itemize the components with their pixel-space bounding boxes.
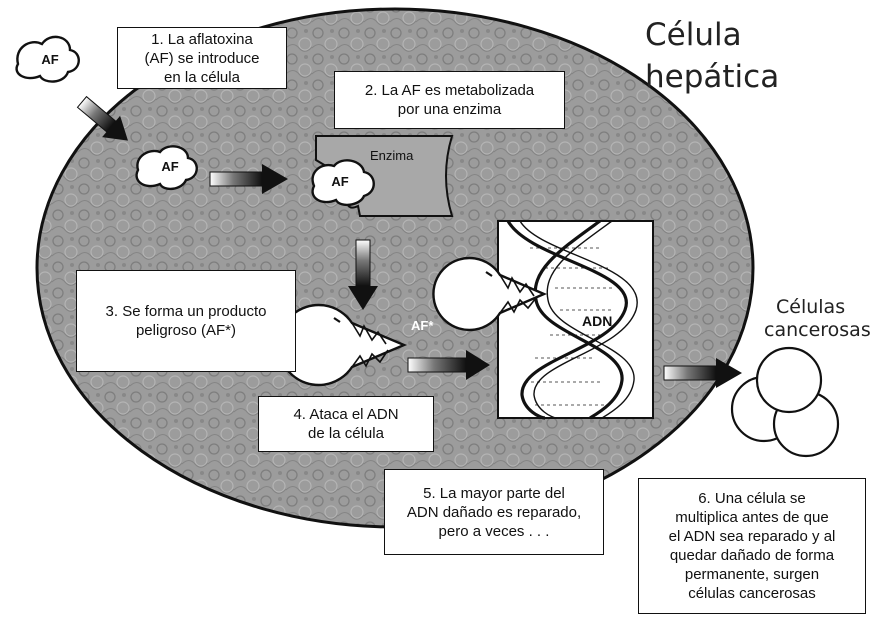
dna-box <box>498 221 653 418</box>
cancer-cells-label-line-1: Células <box>764 296 871 319</box>
step-1-line-2: (AF) se introduce <box>144 49 259 68</box>
step-4-box: 4. Ataca el ADN de la célula <box>258 396 434 452</box>
step-5-line-3: pero a veces . . . <box>407 522 581 541</box>
step-4-line-1: 4. Ataca el ADN <box>293 405 398 424</box>
step-1-line-1: 1. La aflatoxina <box>144 30 259 49</box>
step-5-line-2: ADN dañado es reparado, <box>407 503 581 522</box>
af-label-in-enzyme: AF <box>322 174 358 189</box>
step-6-line-4: quedar dañado de forma <box>669 546 836 565</box>
cell-title-line-2: hepática <box>645 56 779 98</box>
af-star-label: AF* <box>411 318 433 333</box>
cancer-cells-label-line-2: cancerosas <box>764 319 871 342</box>
enzyme-label: Enzima <box>370 148 413 163</box>
step-6-box: 6. Una célula se multiplica antes de que… <box>638 478 866 614</box>
cancer-cells-label: Células cancerosas <box>764 296 871 342</box>
step-5-box: 5. La mayor parte del ADN dañado es repa… <box>384 469 604 555</box>
step-6-line-1: 6. Una célula se <box>669 489 836 508</box>
step-3-line-2: peligroso (AF*) <box>106 321 267 340</box>
step-4-line-2: de la célula <box>293 424 398 443</box>
step-2-box: 2. La AF es metabolizada por una enzima <box>334 71 565 129</box>
step-1-line-3: en la célula <box>144 68 259 87</box>
step-6-line-6: células cancerosas <box>669 584 836 603</box>
cell-title-line-1: Célula <box>645 14 779 56</box>
cell-title: Célula hepática <box>645 14 779 98</box>
step-5-line-1: 5. La mayor parte del <box>407 484 581 503</box>
dna-label: ADN <box>582 313 612 329</box>
step-6-line-2: multiplica antes de que <box>669 508 836 527</box>
step-3-line-1: 3. Se forma un producto <box>106 302 267 321</box>
step-2-line-2: por una enzima <box>365 100 534 119</box>
step-6-line-3: el ADN sea reparado y al <box>669 527 836 546</box>
step-2-line-1: 2. La AF es metabolizada <box>365 81 534 100</box>
af-label-outside: AF <box>33 52 67 67</box>
cancer-cells-cluster <box>732 348 838 456</box>
af-label-inside: AF <box>151 159 189 174</box>
step-1-box: 1. La aflatoxina (AF) se introduce en la… <box>117 27 287 89</box>
step-6-line-5: permanente, surgen <box>669 565 836 584</box>
step-3-box: 3. Se forma un producto peligroso (AF*) <box>76 270 296 372</box>
